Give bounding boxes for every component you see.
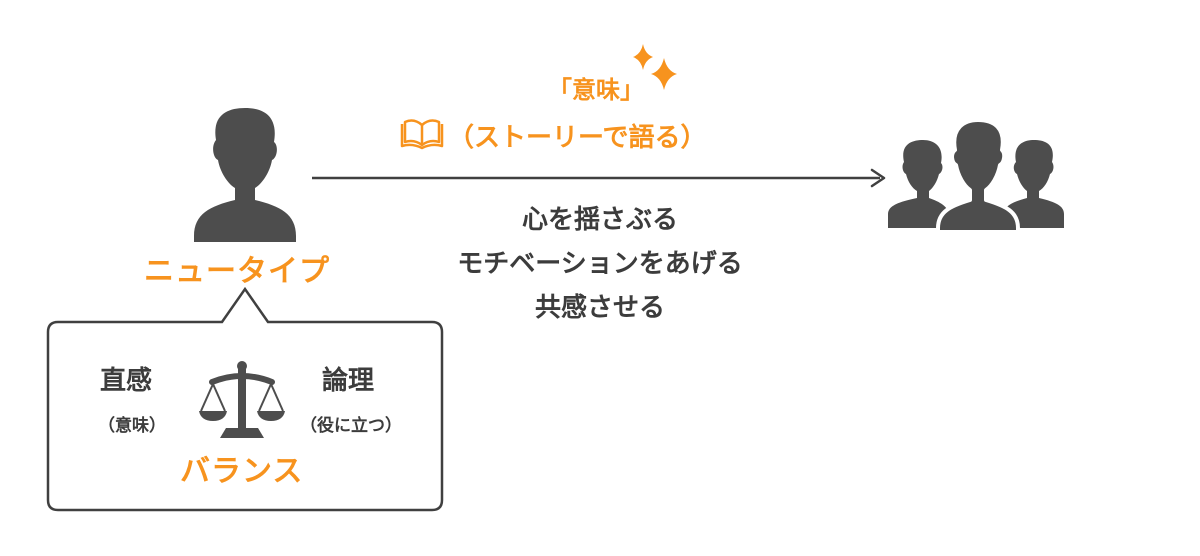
- sparkle-icon: [633, 44, 677, 90]
- intuition-label: 直感: [100, 366, 153, 396]
- logic-sublabel: （役に立つ）: [300, 416, 402, 436]
- logic-label: 論理: [322, 366, 375, 396]
- balance-label: バランス: [180, 454, 304, 489]
- group-icon: [888, 118, 1064, 234]
- message-arrow: [312, 168, 886, 188]
- person-icon: [194, 108, 296, 242]
- effect-item: モチベーションをあげる: [457, 249, 743, 279]
- book-icon: [400, 119, 444, 150]
- story-row: （ストーリーで語る）: [398, 117, 706, 154]
- newtype-label: ニュータイプ: [144, 254, 330, 289]
- story-label: （ストーリーで語る）: [448, 123, 707, 153]
- effect-item: 共感させる: [534, 293, 665, 323]
- effect-item: 心を揺さぶる: [521, 205, 678, 235]
- intuition-sublabel: （意味）: [98, 416, 166, 436]
- meaning-label: 「意味」: [548, 76, 644, 104]
- effects-list: 心を揺さぶる モチベーションをあげる 共感させる: [400, 198, 800, 330]
- scales-icon: [199, 361, 285, 438]
